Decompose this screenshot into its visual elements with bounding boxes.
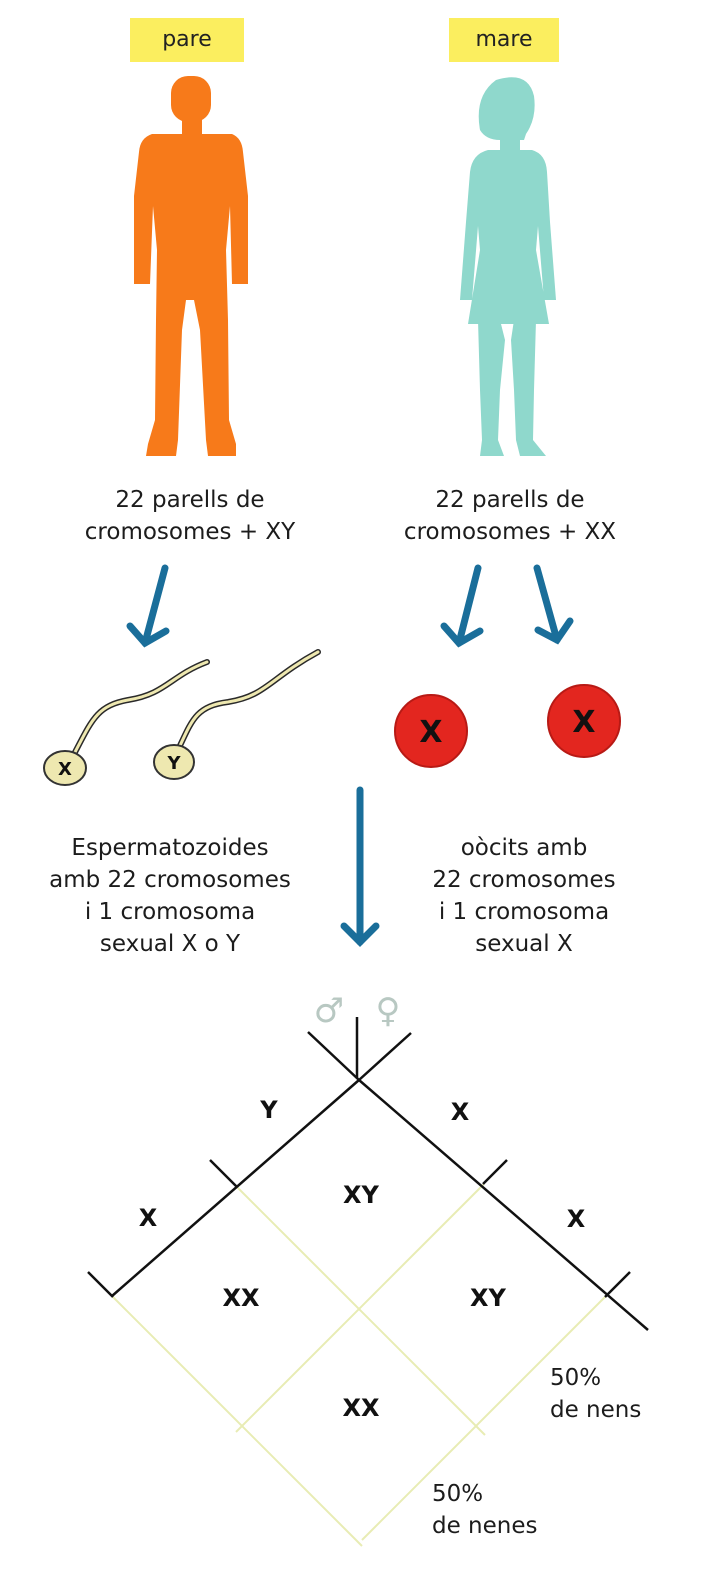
mother-caption: 22 parells de cromosomes + XX: [380, 484, 640, 548]
girls-percent: 50%: [432, 1481, 484, 1507]
mother-tag: mare: [449, 18, 559, 62]
female-gamete-x2: X: [567, 1205, 586, 1233]
sperm-caption: Espermatozoides amb 22 cromosomes i 1 cr…: [20, 832, 320, 960]
mother-silhouette: [460, 77, 556, 456]
oocyte-right-label: X: [572, 705, 595, 740]
sperm-caption-line: i 1 cromosoma: [84, 899, 256, 925]
oocyte-left: [394, 694, 468, 768]
oocyte-caption-line: sexual X: [475, 931, 573, 957]
male-gamete-y: Y: [259, 1096, 278, 1124]
arrow-father: [126, 564, 170, 648]
sperm-y-label: Y: [166, 753, 181, 774]
sperm-x: [43, 659, 210, 786]
sperm-x-label: X: [58, 759, 72, 780]
arrow-center: [340, 786, 380, 947]
father-caption: 22 parells de cromosomes + XY: [60, 484, 320, 548]
sperm-y: [153, 649, 321, 780]
girls-label: de nenes: [432, 1513, 538, 1539]
oocyte-caption-line: i 1 cromosoma: [438, 899, 610, 925]
sperm-caption-line: amb 22 cromosomes: [49, 867, 291, 893]
oocyte-caption: oòcits amb 22 cromosomes i 1 cromosoma s…: [394, 832, 654, 960]
father-silhouette: [134, 76, 248, 456]
father-caption-line: 22 parells de: [115, 487, 265, 513]
oocyte-caption-line: 22 cromosomes: [432, 867, 616, 893]
cell-left: XX: [222, 1284, 260, 1312]
sperm-caption-line: Espermatozoides: [71, 835, 269, 861]
cell-top: XY: [343, 1181, 380, 1209]
female-gamete-x1: X: [451, 1098, 470, 1126]
cell-right: XY: [470, 1284, 507, 1312]
boys-label: de nens: [550, 1397, 642, 1423]
sperm-caption-line: sexual X o Y: [99, 931, 241, 957]
oocyte-left-label: X: [419, 715, 442, 750]
mother-caption-line: cromosomes + XX: [403, 519, 617, 545]
oocyte-caption-line: oòcits amb: [460, 835, 588, 861]
boys-result: 50% de nens: [550, 1362, 700, 1426]
male-gamete-x: X: [139, 1204, 158, 1232]
arrow-mother-right: [533, 564, 574, 645]
father-caption-line: cromosomes + XY: [84, 519, 296, 545]
father-tag: pare: [130, 18, 244, 62]
mother-caption-line: 22 parells de: [435, 487, 585, 513]
oocyte-right: [547, 684, 621, 758]
punnett-axes: [87, 1017, 649, 1331]
boys-percent: 50%: [550, 1365, 602, 1391]
female-symbol: ♀: [376, 991, 401, 1031]
arrow-mother-left: [440, 564, 484, 648]
girls-result: 50% de nenes: [432, 1478, 602, 1542]
punnett-grid: [111, 1183, 607, 1547]
cell-bottom: XX: [342, 1394, 380, 1422]
male-symbol: ♂: [314, 991, 344, 1031]
